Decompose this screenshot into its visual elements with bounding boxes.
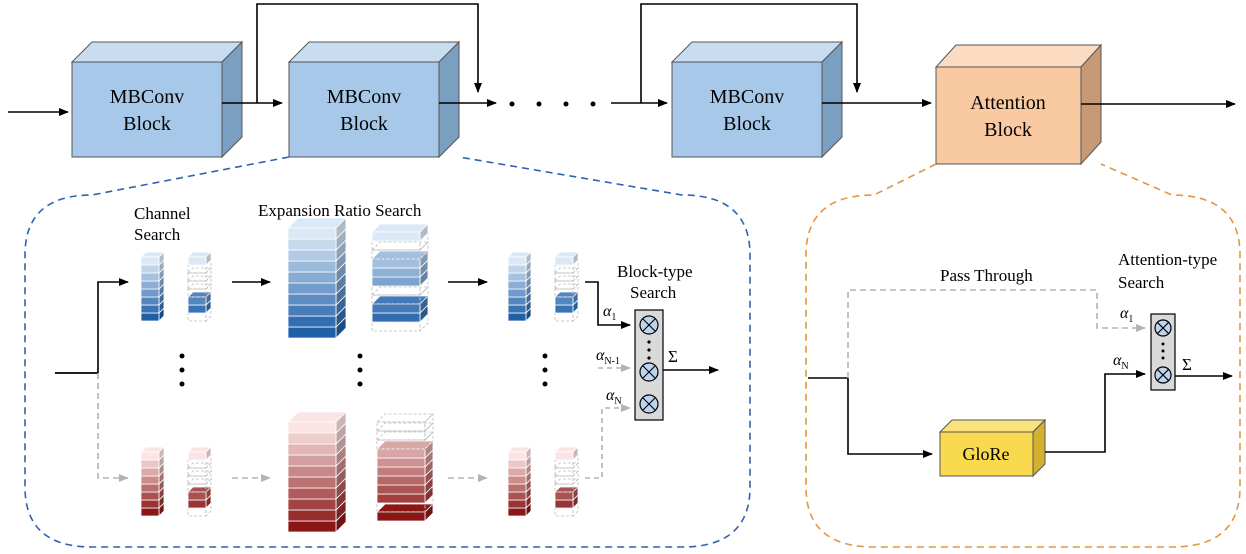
attention-block-label-line2: Block bbox=[984, 119, 1032, 141]
pass-through-label: Pass Through bbox=[940, 266, 1033, 285]
connector-alpha-1 bbox=[585, 281, 631, 329]
stack-layer bbox=[376, 503, 434, 522]
stack-layer bbox=[371, 223, 429, 242]
vertical-ellipsis-middle bbox=[357, 353, 363, 387]
mbconv-block-1: MBConv Block bbox=[70, 40, 244, 159]
mbconv-block-3-label-line2: Block bbox=[723, 113, 771, 135]
vertical-ellipsis-left bbox=[179, 353, 185, 387]
stack-layer bbox=[554, 251, 579, 266]
weight-node-n1 bbox=[639, 362, 659, 382]
alpha-1-label: α1 bbox=[603, 303, 616, 323]
glore-output-path bbox=[1045, 370, 1146, 453]
pass-through-path bbox=[847, 289, 1146, 378]
stack-layer bbox=[140, 446, 165, 461]
mbconv-block-2-label-line2: Block bbox=[340, 113, 388, 135]
alpha-n1-label: αN-1 bbox=[596, 347, 620, 367]
attention-sum-symbol: Σ bbox=[1182, 355, 1192, 374]
path-to-glore bbox=[847, 378, 933, 458]
block-type-search-label-line2: Search bbox=[630, 283, 677, 302]
stack-layer bbox=[376, 413, 434, 432]
red-output-stack bbox=[507, 446, 532, 517]
attention-type-mixer bbox=[1150, 313, 1176, 391]
mixer-dots bbox=[647, 340, 651, 360]
attention-weight-node-n bbox=[1154, 366, 1172, 384]
blue-channel-stack bbox=[140, 251, 165, 322]
mbconv-search-panel: Channel Search Expansion Ratio Search Bl… bbox=[24, 156, 751, 548]
red-expansion-stack bbox=[287, 411, 347, 533]
skip-connection-2 bbox=[640, 3, 861, 103]
connector-alpha-n bbox=[585, 404, 631, 479]
weight-node-1 bbox=[639, 315, 659, 335]
channel-search-label-line1: Channel bbox=[134, 204, 191, 223]
stack-layer bbox=[371, 295, 429, 314]
stack-layer bbox=[376, 440, 434, 459]
attention-weight-node-1 bbox=[1154, 319, 1172, 337]
blue-expansion-stack bbox=[287, 217, 347, 339]
mbconv-block-2: MBConv Block bbox=[287, 40, 461, 159]
attention-search-panel: Pass Through Attention-type Search GloRe… bbox=[805, 163, 1241, 548]
weight-node-n bbox=[639, 394, 659, 414]
glore-block: GloRe bbox=[938, 418, 1047, 478]
stack-layer bbox=[287, 411, 347, 434]
red-output-select bbox=[554, 446, 579, 517]
mbconv-block-3-label-line1: MBConv bbox=[710, 86, 784, 108]
stack-layer bbox=[187, 446, 212, 461]
blue-channel-select bbox=[187, 251, 212, 322]
red-channel-select bbox=[187, 446, 212, 517]
expansion-ratio-search-label: Expansion Ratio Search bbox=[258, 201, 422, 220]
alpha-n-label: αN bbox=[606, 387, 622, 407]
red-expansion-select bbox=[376, 413, 434, 522]
attention-type-search-label-line1: Attention-type bbox=[1118, 250, 1217, 269]
stack-layer bbox=[287, 217, 347, 240]
mbconv-block-2-label-line1: MBConv bbox=[327, 86, 401, 108]
block-type-search-label-line1: Block-type bbox=[617, 262, 693, 281]
attention-alpha-1-label: α1 bbox=[1120, 305, 1133, 325]
attention-mixer-dots bbox=[1161, 342, 1165, 360]
stack-layer bbox=[507, 251, 532, 266]
mbconv-block-1-label-line1: MBConv bbox=[110, 86, 184, 108]
block-type-mixer bbox=[634, 309, 664, 421]
attention-block: Attention Block bbox=[934, 43, 1103, 166]
mbconv-block-1-label-line2: Block bbox=[123, 113, 171, 135]
path-top-branch bbox=[55, 278, 129, 374]
skip-connection-1 bbox=[256, 3, 482, 103]
ellipsis-dots bbox=[509, 101, 596, 107]
stack-layer bbox=[140, 251, 165, 266]
stack-layer bbox=[507, 446, 532, 461]
blue-output-stack bbox=[507, 251, 532, 322]
glore-label: GloRe bbox=[963, 444, 1010, 464]
attention-alpha-n-label: αN bbox=[1113, 352, 1129, 372]
vertical-ellipsis-right bbox=[542, 353, 548, 387]
stack-layer bbox=[554, 446, 579, 461]
stack-layer bbox=[187, 291, 212, 306]
blue-expansion-select bbox=[371, 223, 429, 332]
red-channel-stack bbox=[140, 446, 165, 517]
channel-search-label-line2: Search bbox=[134, 225, 181, 244]
attention-block-label-line1: Attention bbox=[970, 92, 1046, 114]
mbconv-block-3: MBConv Block bbox=[670, 40, 844, 159]
attention-type-search-label-line2: Search bbox=[1118, 273, 1165, 292]
stack-layer bbox=[187, 251, 212, 266]
sum-symbol: Σ bbox=[668, 347, 678, 366]
blue-output-select bbox=[554, 251, 579, 322]
path-bottom-branch bbox=[97, 373, 129, 482]
